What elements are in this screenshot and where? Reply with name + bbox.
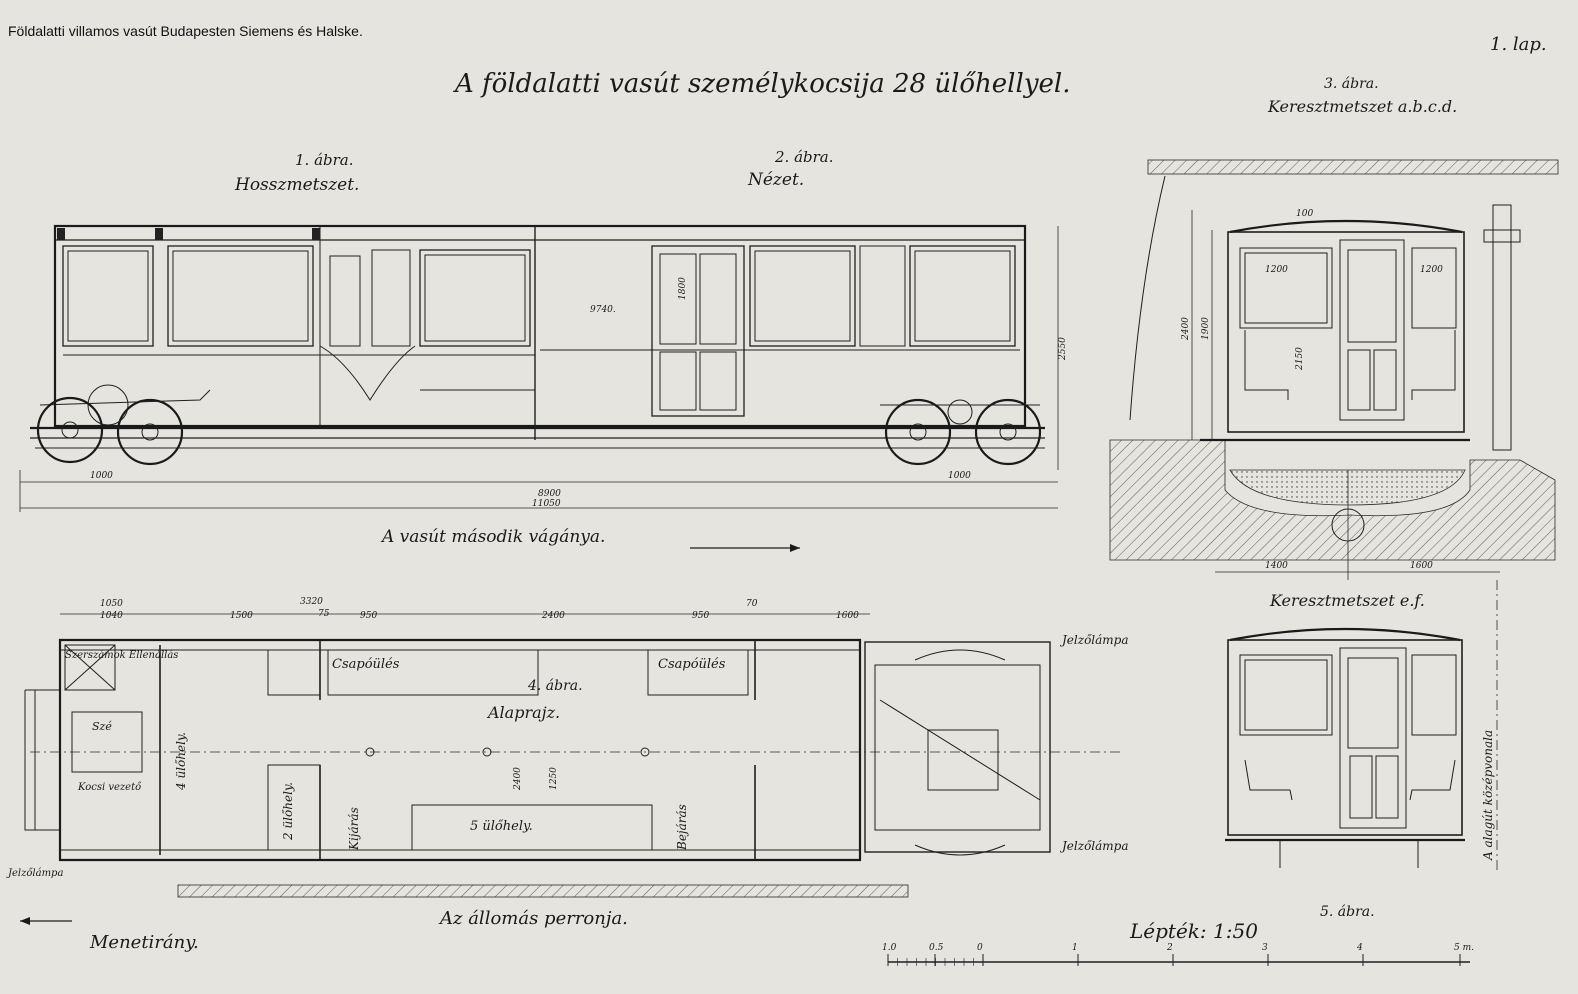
signal-lamp-bottom: Jelzőlámpa bbox=[1059, 839, 1129, 853]
scale-tick-label: 2 bbox=[1166, 943, 1173, 953]
fig4-name: Alaprajz. bbox=[486, 703, 560, 722]
label-seats-2: 2 ülőhely. bbox=[281, 782, 295, 841]
fig2-number: 2. ábra. bbox=[774, 148, 834, 166]
scale-tick-label: 4 bbox=[1356, 943, 1363, 953]
plan-dim-70: 70 bbox=[746, 599, 758, 609]
dim-2550: 2550 bbox=[1058, 337, 1068, 361]
fig3-cross-section: 3. ábra. Keresztmetszet a.b.c.d. 1200 12… bbox=[1109, 76, 1559, 580]
dim-1900: 1900 bbox=[1201, 317, 1211, 340]
plan-dim-2400v: 2400 bbox=[513, 767, 523, 791]
fig5-name: Keresztmetszet e.f. bbox=[1269, 591, 1425, 610]
dim-1000b: 1000 bbox=[948, 471, 971, 481]
label-seats-4: 4 ülőhely. bbox=[174, 732, 188, 791]
dim-9740: 9740. bbox=[590, 305, 616, 315]
plan-dim-1600: 1600 bbox=[836, 611, 859, 621]
fig3-name: Keresztmetszet a.b.c.d. bbox=[1267, 97, 1457, 116]
right-bogie bbox=[880, 398, 1042, 466]
plan-dim-1250: 1250 bbox=[549, 767, 559, 790]
dim-11050: 11050 bbox=[532, 499, 561, 509]
fig1-2-elevation: 1. ábra. Hosszmetszet. 2. ábra. Nézet. bbox=[19, 148, 1068, 552]
direction-label: Menetirány. bbox=[89, 932, 199, 953]
tunnel-floor bbox=[1109, 439, 1556, 561]
dim-8900: 8900 bbox=[538, 489, 561, 499]
tunnel-roof bbox=[1147, 159, 1559, 175]
fig5-number: 5. ábra. bbox=[1320, 904, 1375, 920]
scale-tick-label: 5 m. bbox=[1454, 943, 1474, 953]
scale-tick-label: 1 bbox=[1072, 943, 1078, 953]
label-seats-5: 5 ülőhely. bbox=[470, 819, 533, 834]
plan-dim-1500: 1500 bbox=[230, 611, 253, 621]
plan-dim-1040: 1040 bbox=[100, 611, 123, 621]
fig2-name: Nézet. bbox=[747, 170, 804, 190]
plan-dim-2400: 2400 bbox=[541, 611, 565, 621]
label-exit: Kijárás bbox=[347, 807, 361, 851]
fig1-number: 1. ábra. bbox=[295, 151, 354, 169]
platform-label: Az állomás perronja. bbox=[438, 908, 628, 929]
dim-1800: 1800 bbox=[678, 277, 688, 300]
label-entry: Bejárás bbox=[675, 804, 689, 851]
car-body-outline bbox=[53, 224, 1027, 428]
dim-1200b: 1200 bbox=[1420, 265, 1443, 275]
dim-1200a: 1200 bbox=[1265, 265, 1288, 275]
plan-dim-1050: 1050 bbox=[100, 599, 123, 609]
platform-edge bbox=[177, 884, 909, 898]
scale-tick-label: 0.5 bbox=[929, 943, 944, 953]
label-reg: Szé bbox=[92, 720, 112, 733]
dim-2400: 2400 bbox=[1181, 317, 1191, 341]
drawing-title: A földalatti vasút személykocsija 28 ülő… bbox=[453, 69, 1070, 99]
header-caption: Földalatti villamos vasút Budapesten Sie… bbox=[8, 23, 363, 39]
second-frame-label: A vasút második vágánya. bbox=[380, 527, 605, 547]
scale-label: Lépték: 1:50 bbox=[1129, 919, 1258, 943]
dim-100: 100 bbox=[1296, 209, 1313, 219]
scale-tick-label: 1.0 bbox=[882, 943, 897, 953]
dim-1600: 1600 bbox=[1410, 561, 1433, 571]
label-resistors: Szerszámok Ellenállás bbox=[65, 650, 178, 661]
plan-dim-950a: 950 bbox=[360, 611, 377, 621]
fig3-number: 3. ábra. bbox=[1324, 76, 1379, 92]
fig5-cross-section: Keresztmetszet e.f. A alagút középvonala… bbox=[1225, 580, 1498, 920]
tunnel-axis-label: A alagút középvonala bbox=[1481, 730, 1495, 861]
dim-1400: 1400 bbox=[1265, 561, 1288, 571]
scale-tick-label: 0 bbox=[977, 943, 983, 953]
plan-dim-950b: 950 bbox=[692, 611, 709, 621]
label-driver: Kocsi vezető bbox=[77, 782, 142, 793]
signal-lamp-left: Jelzőlámpa bbox=[6, 868, 63, 879]
plan-dim-75: 75 bbox=[318, 609, 330, 619]
scale-tick-label: 3 bbox=[1262, 943, 1268, 953]
dim-1000a: 1000 bbox=[90, 471, 113, 481]
label-seat-folding-1: Csapóülés bbox=[332, 657, 400, 672]
label-seat-folding-2: Csapóülés bbox=[658, 657, 726, 672]
signal-lamp-top: Jelzőlámpa bbox=[1059, 633, 1129, 647]
left-bogie bbox=[36, 384, 211, 466]
fig1-name: Hosszmetszet. bbox=[234, 175, 359, 195]
scale-bar: Lépték: 1:50 1.0 0.5 0 1 2 3 4 5 m. bbox=[882, 919, 1474, 966]
plan-dim-3320: 3320 bbox=[300, 597, 323, 607]
sheet-number: 1. lap. bbox=[1490, 34, 1547, 55]
fig4-plan: 4. ábra. Alaprajz. 1050 1040 1500 3320 9… bbox=[6, 597, 1129, 953]
dim-2150: 2150 bbox=[1295, 347, 1305, 371]
fig4-number: 4. ábra. bbox=[527, 678, 583, 694]
